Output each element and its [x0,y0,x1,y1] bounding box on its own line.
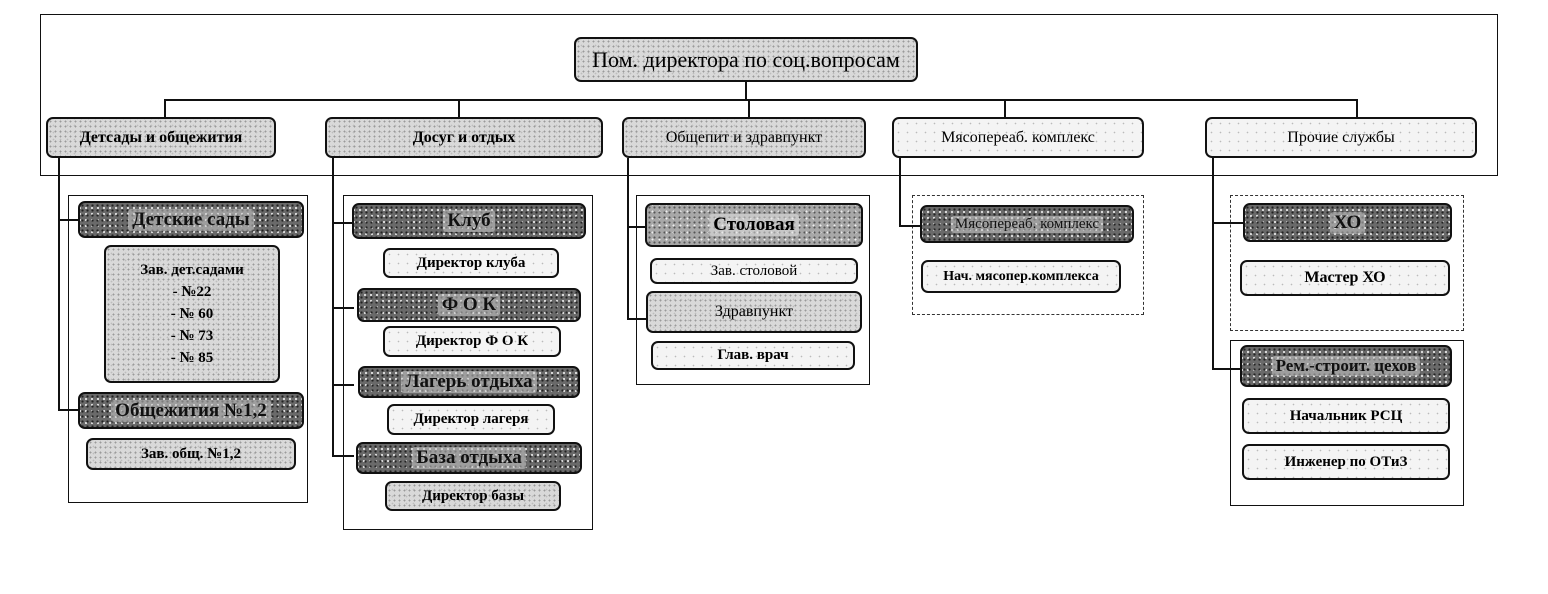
root-node[interactable]: Пом. директора по соц.вопросам [574,37,918,82]
connector [899,158,901,226]
kindergarten-item: - № 73 [170,328,214,344]
role-fok-director[interactable]: Директор Ф О К [383,326,561,357]
connector [627,158,629,319]
role-rsc-head[interactable]: Начальник РСЦ [1242,398,1450,434]
group-frame-leisure [343,195,593,530]
connector [332,455,354,457]
group-frame-meat [912,195,1144,315]
root-label: Пом. директора по соц.вопросам [592,46,900,72]
dept-catering-health[interactable]: Общепит и здравпункт [622,117,866,158]
role-camp-director[interactable]: Директор лагеря [387,404,555,435]
group-frame-rsc [1230,340,1464,506]
connector [1004,99,1006,118]
connector [58,158,60,410]
dept-meat-processing[interactable]: Мясопереаб. комплекс [892,117,1144,158]
role-ho-master[interactable]: Мастер ХО [1240,260,1450,296]
connector [745,82,747,100]
connector [164,99,1358,101]
connector [332,384,354,386]
dept-leisure-recreation[interactable]: Досуг и отдых [325,117,603,158]
outer-frame [40,14,1498,176]
unit-repair-construction[interactable]: Рем.-строит. цехов [1240,345,1452,387]
role-club-director[interactable]: Директор клуба [383,248,559,278]
connector [748,99,750,118]
unit-fok[interactable]: Ф О К [357,288,581,322]
role-dormitory-head[interactable]: Зав. общ. №1,2 [86,438,296,470]
connector [899,225,921,227]
kindergarten-head-card[interactable]: Зав. дет.садами - №22 - № 60 - № 73 - № … [104,245,280,383]
kindergarten-item: - №22 [172,284,212,300]
unit-canteen[interactable]: Столовая [645,203,863,247]
unit-camp[interactable]: Лагерь отдыха [358,366,580,398]
role-label: Зав. дет.садами [140,262,244,278]
connector [1212,158,1214,370]
connector [58,409,80,411]
group-frame-catering [636,195,870,385]
unit-dormitories[interactable]: Общежития №1,2 [78,392,304,429]
connector [164,99,166,118]
role-base-director[interactable]: Директор базы [385,481,561,511]
dept-other-services[interactable]: Прочие службы [1205,117,1477,158]
connector [627,226,647,228]
connector [1356,99,1358,118]
connector [458,99,460,118]
connector [1212,368,1244,370]
unit-health-post[interactable]: Здравпункт [646,291,862,333]
unit-kindergartens[interactable]: Детские сады [78,201,304,238]
unit-recreation-base[interactable]: База отдыха [356,442,582,474]
unit-club[interactable]: Клуб [352,203,586,239]
kindergarten-item: - № 85 [170,350,214,366]
connector [627,318,647,320]
unit-meat-complex[interactable]: Мясопереаб. комплекс [920,205,1134,243]
connector [332,222,354,224]
role-safety-engineer[interactable]: Инженер по ОТиЗ [1242,444,1450,480]
connector [332,307,354,309]
role-canteen-head[interactable]: Зав. столовой [650,258,858,284]
role-chief-doctor[interactable]: Глав. врач [651,341,855,370]
group-frame-ho [1230,195,1464,331]
role-meat-complex-head[interactable]: Нач. мясопер.комплекса [921,260,1121,293]
dept-kindergartens-dormitories[interactable]: Детсады и общежития [46,117,276,158]
kindergarten-item: - № 60 [170,306,214,322]
connector [1212,222,1244,224]
unit-ho[interactable]: ХО [1243,203,1452,242]
connector [58,219,80,221]
group-frame-kindergartens [68,195,308,503]
